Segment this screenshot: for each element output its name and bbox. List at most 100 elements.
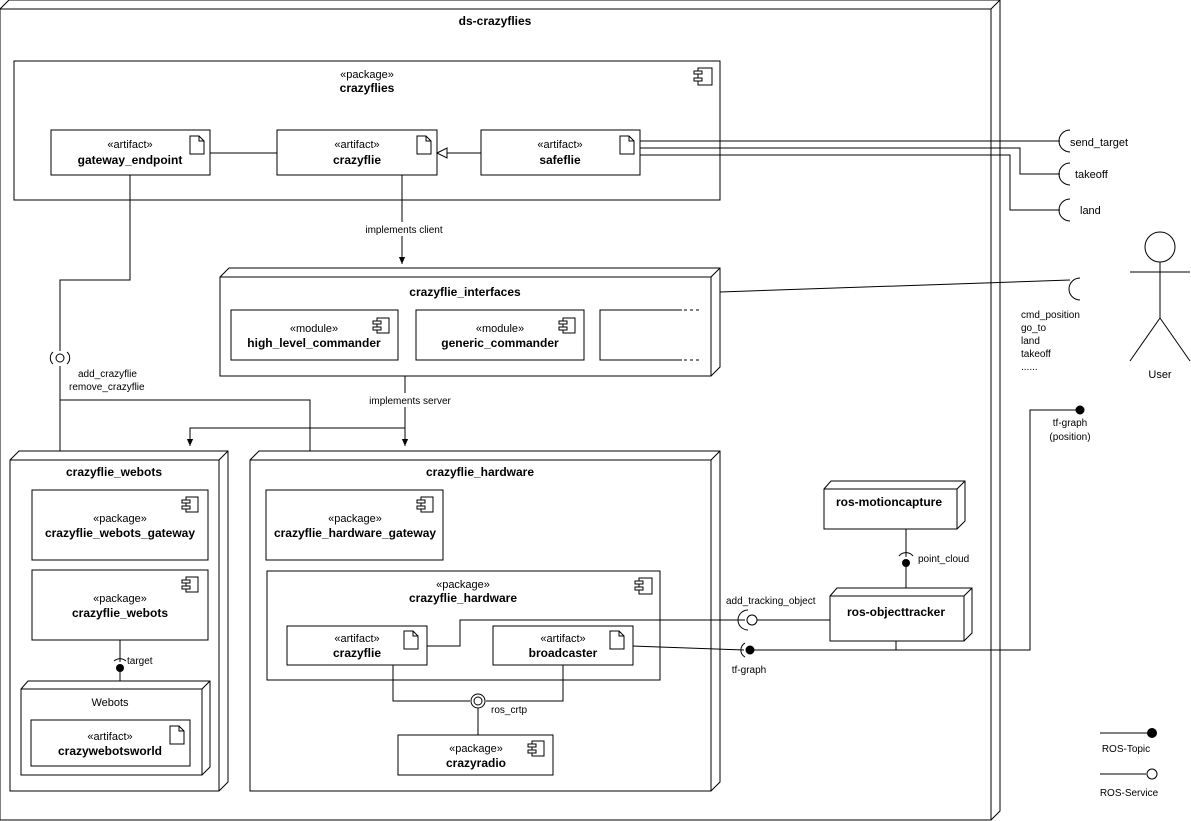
node-title: ros-objecttracker	[847, 605, 945, 619]
artifact-name: safeflie	[539, 153, 581, 167]
artifact-name: crazywebotsworld	[58, 744, 162, 758]
package-stereotype: «package»	[93, 593, 147, 605]
component-icon	[634, 577, 653, 595]
component-icon	[372, 317, 390, 334]
ros-motioncapture-node: ros-motioncapture	[823, 480, 966, 530]
implements-server-to-webots	[186, 427, 405, 446]
artifact-broadcaster: «artifact» broadcaster	[492, 625, 634, 666]
component-icon	[181, 576, 199, 593]
implements-client-label: implements client	[365, 225, 442, 236]
remove-crazyflie-label: remove_crazyflie	[69, 382, 145, 393]
ros-crtp-label: ros_crtp	[491, 705, 528, 716]
package-crazyflie-webots: «package» crazyflie_webots	[31, 569, 209, 641]
land-label: land	[1080, 205, 1101, 217]
package-stereotype: «package»	[436, 579, 490, 591]
component-icon	[181, 496, 199, 513]
tf-graph-label: tf-graph	[732, 665, 766, 676]
artifact-stereotype: «artifact»	[87, 731, 132, 743]
package-stereotype: «package»	[93, 513, 147, 525]
component-icon	[693, 67, 713, 86]
user-actor-label: User	[1148, 369, 1172, 381]
artifact-name: crazyflie	[333, 153, 381, 167]
artifact-name: broadcaster	[529, 646, 598, 660]
artifact-stereotype: «artifact»	[107, 139, 152, 151]
artifact-icon	[403, 630, 419, 650]
artifact-safeflie: «artifact» safeflie	[480, 129, 641, 176]
service-required-interface	[49, 351, 71, 365]
takeoff-label: takeoff	[1075, 169, 1109, 181]
add-crazyflie-label: add_crazyflie	[78, 369, 137, 380]
node-title: Webots	[91, 697, 129, 709]
add-tracking-object-connector	[427, 609, 830, 647]
module-name: high_level_commander	[247, 336, 381, 350]
module-stereotype: «module»	[290, 323, 338, 335]
svg-text:cmd_position: cmd_position	[1021, 310, 1080, 321]
artifact-icon	[169, 725, 185, 745]
node-title: ros-motioncapture	[836, 495, 942, 509]
user-interface-line	[719, 277, 1081, 301]
package-crazyflie-webots-gateway: «package» crazyflie_webots_gateway	[31, 489, 209, 561]
tf-graph-connector	[632, 405, 1085, 658]
artifact-stereotype: «artifact»	[537, 139, 582, 151]
user-command-list: cmd_position go_to land takeoff ......	[1021, 310, 1080, 373]
svg-text:takeoff: takeoff	[1021, 349, 1051, 360]
ros-crtp-connector	[392, 665, 564, 735]
artifact-stereotype: «artifact»	[334, 139, 379, 151]
package-crazyflie-hardware-gateway: «package» crazyflie_hardware_gateway	[265, 489, 444, 561]
safeflie-interface-lines	[640, 129, 1071, 222]
generalization-arrow	[435, 147, 481, 159]
package-stereotype: «package»	[340, 69, 394, 81]
component-icon	[416, 496, 434, 513]
svg-text:......: ......	[1021, 362, 1038, 373]
artifact-icon	[619, 135, 635, 155]
artifact-gateway-endpoint: «artifact» gateway_endpoint	[50, 129, 211, 176]
endpoint-to-webots-gateway-link	[59, 175, 131, 351]
component-icon	[558, 317, 576, 334]
artifact-stereotype: «artifact»	[334, 633, 379, 645]
send-target-label: send_target	[1070, 137, 1128, 149]
package-name: crazyflies	[340, 81, 395, 95]
artifact-crazyflie: «artifact» crazyflie	[276, 129, 438, 176]
point-cloud-label: point_cloud	[918, 554, 969, 565]
svg-text:land: land	[1021, 336, 1040, 347]
node-title: crazyflie_webots	[66, 465, 162, 479]
legend: ROS-Topic ROS-Service	[1100, 728, 1159, 799]
artifact-name: gateway_endpoint	[78, 153, 183, 167]
svg-text:go_to: go_to	[1021, 323, 1046, 334]
module-generic-commander: «module» generic_commander	[415, 309, 585, 361]
module-placeholder	[599, 309, 700, 361]
module-high-level-commander: «module» high_level_commander	[230, 309, 399, 361]
ros-objecttracker-node: ros-objecttracker	[829, 587, 973, 642]
artifact-crazywebotsworld: «artifact» crazywebotsworld	[30, 719, 191, 767]
artifact-stereotype: «artifact»	[540, 633, 585, 645]
package-name: crazyflie_webots_gateway	[45, 526, 195, 540]
target-topic-connector	[113, 640, 127, 681]
artifact-icon	[416, 135, 432, 155]
package-stereotype: «package»	[449, 743, 503, 755]
artifact-icon	[189, 135, 205, 155]
node-title: crazyflie_hardware	[426, 465, 534, 479]
package-stereotype: «package»	[328, 513, 382, 525]
legend-service-label: ROS-Service	[1100, 788, 1159, 799]
user-actor	[1129, 231, 1191, 362]
point-cloud-connector	[898, 529, 914, 588]
module-stereotype: «module»	[476, 323, 524, 335]
package-crazyradio: «package» crazyradio	[397, 734, 554, 776]
artifact-name: crazyflie	[333, 646, 381, 660]
package-name: crazyflie_hardware	[409, 591, 517, 605]
tf-graph-output-label: tf-graph	[1053, 418, 1087, 429]
legend-topic-label: ROS-Topic	[1102, 744, 1150, 755]
package-name: crazyflie_hardware_gateway	[274, 526, 436, 540]
module-name: generic_commander	[441, 336, 559, 350]
node-title: crazyflie_interfaces	[409, 285, 521, 299]
package-name: crazyflie_webots	[72, 606, 168, 620]
ds-crazyflies-title: ds-crazyflies	[459, 14, 532, 28]
add-tracking-object-label: add_tracking_object	[726, 596, 816, 607]
component-icon	[527, 740, 545, 757]
tf-graph-position-label: (position)	[1049, 432, 1090, 443]
implements-server-label: implements server	[369, 396, 451, 407]
target-label: target	[127, 656, 153, 667]
artifact-icon	[609, 630, 625, 650]
artifact-hardware-crazyflie: «artifact» crazyflie	[286, 625, 428, 666]
